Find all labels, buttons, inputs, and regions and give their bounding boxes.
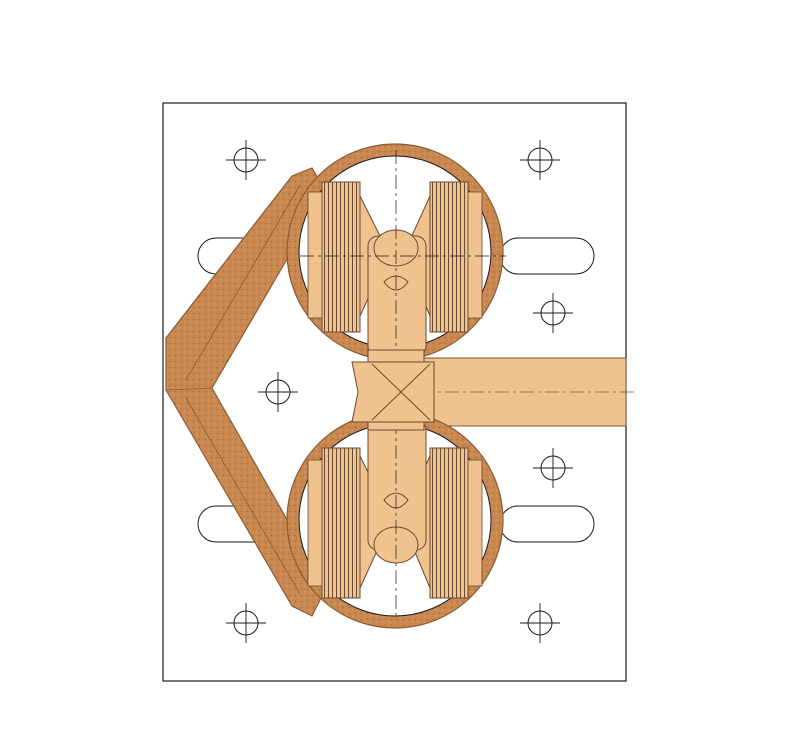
cavity-top bbox=[286, 143, 506, 361]
locating-hole-bottom-right-icon bbox=[520, 603, 560, 643]
slot-bottom-right bbox=[499, 505, 595, 543]
locating-hole-center-left-icon bbox=[258, 372, 298, 412]
locating-hole-top-left-icon bbox=[226, 140, 266, 180]
locating-hole-bottom-left-icon bbox=[226, 603, 266, 643]
cavity-bottom bbox=[286, 411, 504, 629]
sprue-junction bbox=[351, 349, 435, 431]
locating-hole-top-right-icon bbox=[520, 140, 560, 180]
locating-hole-right-lower-icon bbox=[533, 448, 573, 488]
slot-top-right bbox=[499, 237, 595, 275]
locating-hole-right-upper-icon bbox=[533, 293, 573, 333]
sprue-bar bbox=[419, 357, 634, 427]
